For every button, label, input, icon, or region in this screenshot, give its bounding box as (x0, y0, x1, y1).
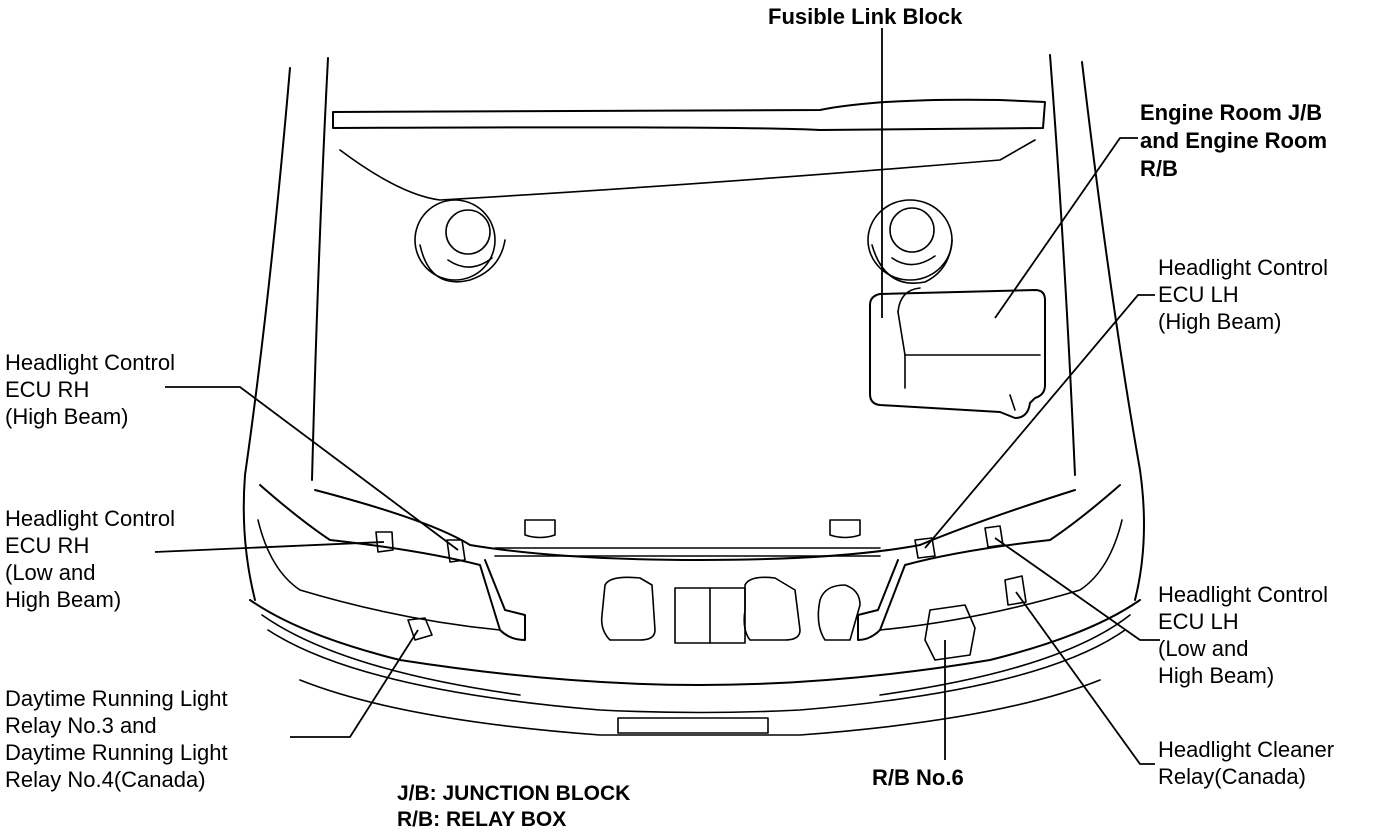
ecu-lh-low-high-component (984, 525, 1004, 548)
label-line: Headlight Cleaner (1158, 737, 1335, 762)
engine-room-jb-box (869, 287, 1046, 419)
label-line: (High Beam) (1158, 309, 1282, 334)
label-line: ECU LH (1158, 282, 1239, 307)
headlight-cleaner-component (1004, 575, 1027, 606)
drl-relay-component (407, 617, 433, 641)
right-headlight-lower (879, 519, 1123, 631)
label-ecu-rh-low-high-beam: Headlight Control ECU RH (Low and High B… (5, 505, 175, 613)
leader-headlight-cleaner (1015, 591, 1155, 765)
label-ecu-lh-low-high-beam: Headlight Control ECU LH (Low and High B… (1158, 581, 1328, 689)
right-fender-outer (1081, 61, 1145, 601)
ecu-rh-high-component (446, 539, 466, 563)
left-fender-outer (242, 67, 291, 601)
label-fusible-link-block: Fusible Link Block (768, 4, 963, 29)
label-line: (Low and (1158, 636, 1249, 661)
label-line: Headlight Control (5, 506, 175, 531)
left-headlight-housing (259, 484, 526, 641)
label-line: Engine Room J/B (1140, 100, 1323, 125)
label-line: ECU RH (5, 377, 90, 402)
license-plate-area (617, 717, 769, 734)
center-components (600, 576, 861, 644)
ecu-rh-low-high-component (375, 531, 394, 553)
label-line: Headlight Control (5, 350, 175, 375)
legend-jb: J/B: JUNCTION BLOCK (397, 782, 631, 805)
label-line: ECU LH (1158, 609, 1239, 634)
leader-engine-room (994, 137, 1138, 319)
legend-block: J/B: JUNCTION BLOCK R/B: RELAY BOX (397, 781, 630, 833)
right-headlight-housing (857, 484, 1121, 641)
bumper-lines (261, 614, 1131, 714)
label-line: Relay No.4(Canada) (5, 767, 206, 792)
label-line: and Engine Room (1140, 128, 1327, 153)
leader-ecu-lh-low-high (994, 537, 1160, 641)
bumper-bottom (299, 679, 1101, 736)
leader-ecu-rh-low-high (154, 541, 385, 553)
right-strut-tower (867, 199, 953, 284)
hood-latch-left (524, 519, 556, 539)
label-line: Relay No.3 and (5, 713, 157, 738)
label-line: High Beam) (5, 587, 122, 612)
left-fender-inner (311, 57, 329, 481)
label-line: Daytime Running Light (5, 686, 228, 711)
bumper-top (249, 599, 1141, 686)
label-line: R/B (1140, 156, 1178, 181)
label-ecu-rh-high-beam: Headlight Control ECU RH (High Beam) (5, 349, 175, 430)
ecu-lh-high-component (914, 537, 936, 559)
label-line: High Beam) (1158, 663, 1275, 688)
left-strut-tower (414, 199, 506, 283)
label-line: ECU RH (5, 533, 90, 558)
label-line: Daytime Running Light (5, 740, 228, 765)
hood-latch-right (829, 519, 861, 539)
radiator-support-upper (314, 489, 1076, 561)
label-engine-room-jb: Engine Room J/B and Engine Room R/B (1140, 99, 1327, 183)
label-line: Headlight Control (1158, 582, 1328, 607)
rb-no6-component (924, 604, 976, 661)
leader-ecu-lh-high (924, 294, 1155, 549)
label-drl-relay: Daytime Running Light Relay No.3 and Day… (5, 685, 228, 793)
label-headlight-cleaner-relay: Headlight Cleaner Relay(Canada) (1158, 736, 1334, 790)
right-fender-inner (1049, 54, 1076, 476)
leader-ecu-rh-high (165, 386, 459, 551)
left-headlight-lower (257, 519, 501, 631)
cowl-top (332, 98, 1046, 131)
label-line: Relay(Canada) (1158, 764, 1306, 789)
leader-drl-relay (290, 629, 419, 738)
firewall-curve (339, 139, 1036, 201)
label-line: (Low and (5, 560, 96, 585)
label-line: Headlight Control (1158, 255, 1328, 280)
label-ecu-lh-high-beam: Headlight Control ECU LH (High Beam) (1158, 254, 1328, 335)
label-line: (High Beam) (5, 404, 129, 429)
label-rb-no6: R/B No.6 (872, 765, 964, 790)
legend-rb: R/B: RELAY BOX (397, 808, 567, 831)
radiator-support-crossbar (494, 547, 881, 557)
